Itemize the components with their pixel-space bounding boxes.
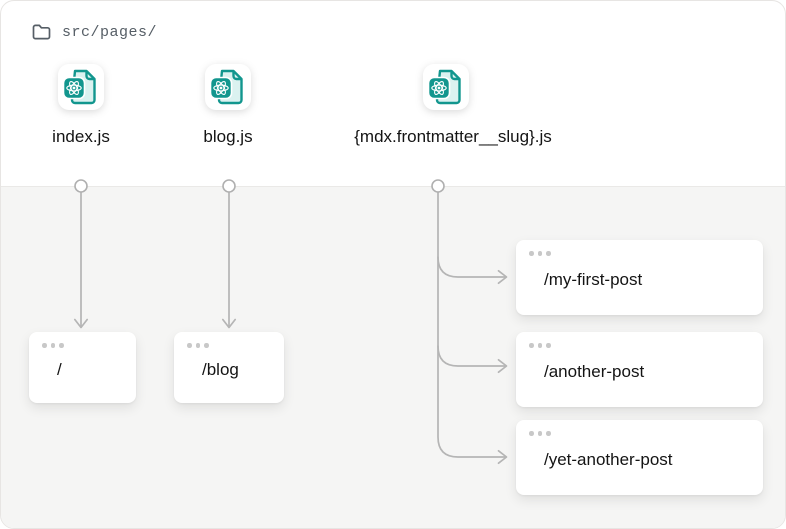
file-label: index.js [52, 127, 110, 146]
file-node-blog: blog.js [128, 63, 328, 147]
react-file-icon [422, 63, 470, 116]
route-card-yet-another-post: /yet-another-post [516, 420, 763, 495]
route-path: / [57, 359, 62, 379]
route-card-root: / [29, 332, 136, 403]
folder-path: src/pages/ [31, 22, 157, 42]
file-label: {mdx.frontmatter__slug}.js [354, 127, 552, 146]
folder-path-label: src/pages/ [62, 23, 158, 41]
react-file-icon [57, 63, 105, 116]
file-node-mdx-slug: {mdx.frontmatter__slug}.js [353, 63, 553, 147]
window-dots-icon [42, 343, 136, 348]
route-path: /yet-another-post [544, 449, 673, 469]
window-dots-icon [187, 343, 284, 348]
window-dots-icon [529, 431, 763, 436]
folder-icon [31, 22, 52, 42]
route-path: /blog [202, 359, 239, 379]
window-dots-icon [529, 343, 763, 348]
file-label: blog.js [203, 127, 253, 146]
route-card-another-post: /another-post [516, 332, 763, 407]
route-card-blog: /blog [174, 332, 284, 403]
route-card-my-first-post: /my-first-post [516, 240, 763, 315]
react-file-icon [204, 63, 252, 116]
route-path: /another-post [544, 361, 645, 381]
file-node-index: index.js [1, 63, 181, 147]
window-dots-icon [529, 251, 763, 256]
route-path: /my-first-post [544, 269, 643, 289]
